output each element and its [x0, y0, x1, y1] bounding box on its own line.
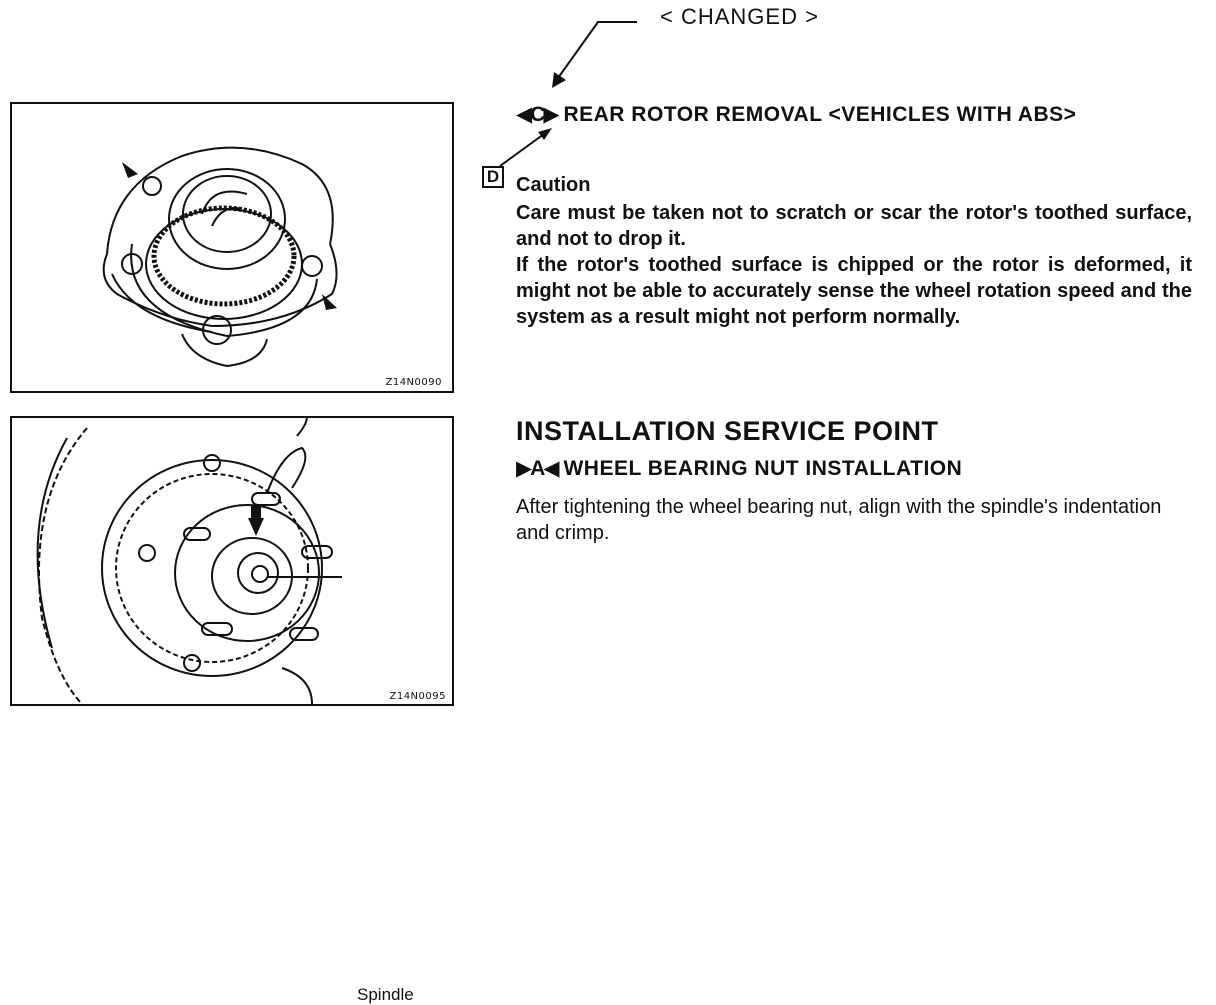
- figure-code: Z14N0095: [389, 691, 446, 702]
- caution-heading: Caution: [516, 174, 591, 196]
- caution-text: Care must be taken not to scratch or sca…: [516, 200, 1192, 330]
- spindle-hub-illustration: [36, 412, 342, 705]
- figure-spindle: Spindle Z14N0095: [10, 412, 454, 1004]
- wheel-bearing-nut-title: ▶A◀WHEEL BEARING NUT INSTALLATION: [516, 456, 962, 481]
- installation-text: After tightening the wheel bearing nut, …: [516, 496, 1162, 544]
- rear-rotor-removal-title: ◀C▶REAR ROTOR REMOVAL <VEHICLES WITH ABS…: [516, 102, 1156, 127]
- d-pointer-arrow-icon: [499, 128, 552, 167]
- d-reference-box: D: [482, 166, 504, 188]
- installation-heading: INSTALLATION SERVICE POINT: [516, 416, 939, 446]
- caution-paragraph: If the rotor's toothed surface is chippe…: [516, 254, 1192, 328]
- removal-marker: ◀C▶: [516, 103, 559, 126]
- figure-rotor: Z14N0090: [10, 102, 454, 393]
- installation-marker: ▶A◀: [516, 457, 559, 480]
- caution-paragraph: Care must be taken not to scratch or sca…: [516, 202, 1192, 250]
- changed-label: < CHANGED >: [660, 4, 819, 29]
- figure-code: Z14N0090: [385, 377, 442, 388]
- spindle-callout: Spindle: [357, 985, 414, 1004]
- removal-title-text: REAR ROTOR REMOVAL <VEHICLES WITH ABS>: [563, 103, 1077, 126]
- installation-sub-title: WHEEL BEARING NUT INSTALLATION: [563, 457, 963, 480]
- changed-arrow-icon: [552, 21, 637, 88]
- rotor-hub-illustration: [102, 146, 338, 368]
